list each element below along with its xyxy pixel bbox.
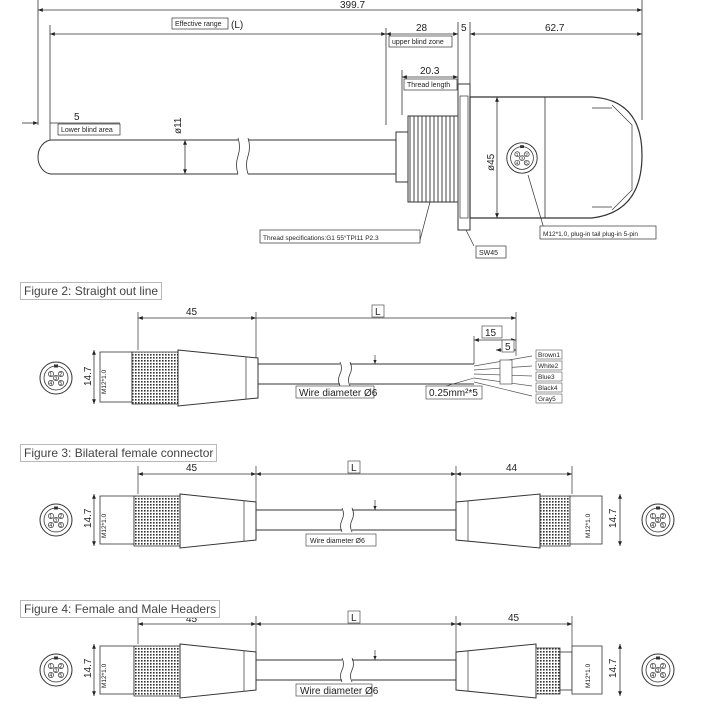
effective-range-label: Effective range xyxy=(175,21,222,28)
fig2-connector-face-icon: 1 234 5 xyxy=(39,361,73,395)
fig2-head-dim: 45 xyxy=(186,307,198,318)
fig2-title: Figure 2: Straight out line xyxy=(20,282,163,300)
pin-5-label: 5 xyxy=(661,523,664,529)
thread-length-label: Thread length xyxy=(407,82,450,89)
thread-spec-label: Thread specifications:G1 55°TPI11 P2.3 xyxy=(263,234,379,242)
pin-5-label: 5 xyxy=(59,381,62,387)
fig4-title: Figure 4: Female and Male Headers xyxy=(20,600,221,618)
pin-5-label: 5 xyxy=(661,673,664,679)
fig3-right-height: 14.7 xyxy=(608,508,619,528)
wire-5-label: Gray5 xyxy=(538,396,556,403)
pin-4-label: 4 xyxy=(49,523,52,529)
wire-2-label: White2 xyxy=(538,363,559,370)
pin-4-label: 4 xyxy=(651,673,654,679)
pin-3-label: 3 xyxy=(656,668,659,674)
wrench-size-label: SW45 xyxy=(479,250,498,257)
hex-width-value: 5 xyxy=(461,23,467,34)
pin-5-label: 5 xyxy=(525,160,528,166)
wire-4-label: Black4 xyxy=(538,385,558,392)
tube-diameter-label: ø11 xyxy=(173,117,184,134)
pin-3-label: 3 xyxy=(656,518,659,524)
fig4-left-height: 14.7 xyxy=(83,658,94,678)
fig3-right-dim: 44 xyxy=(506,463,518,474)
overall-length-label: 399.7 xyxy=(340,0,365,11)
pin-4-label: 4 xyxy=(651,523,654,529)
upper-blind-label: upper blind zone xyxy=(392,39,444,46)
upper-blind-value: 28 xyxy=(416,23,428,34)
fig3-right-thread: M12*1.0 xyxy=(585,513,592,538)
pin-2-label: 2 xyxy=(59,372,62,378)
pin-5-label: 5 xyxy=(59,523,62,529)
fig3-left-face-icon: 1 234 5 xyxy=(39,503,73,537)
fig3-left-thread: M12*1.0 xyxy=(101,513,108,538)
pin-2-label: 2 xyxy=(59,664,62,670)
fig3-L-dim: L xyxy=(351,463,357,474)
pin-2-label: 2 xyxy=(525,152,528,158)
pin-3-label: 3 xyxy=(54,518,57,524)
fig4-right-thread: M12*1.0 xyxy=(585,663,592,688)
head-diameter-label: ø45 xyxy=(486,153,497,171)
pin-3-label: 3 xyxy=(54,376,57,382)
lower-blind-label: Lower blind area xyxy=(61,127,113,134)
pin-4-label: 4 xyxy=(49,673,52,679)
fig2-wire-color-list: Brown1 White2 Blue3 Black4 Gray5 xyxy=(535,349,563,404)
fig2-5-dim: 5 xyxy=(505,342,511,353)
pin-1-label: 1 xyxy=(651,514,654,520)
connector-spec-label: M12*1.0, plug-in tail plug-in 5-pin xyxy=(543,231,638,238)
fig4-left-face-icon: 1 234 5 xyxy=(39,653,73,687)
head-length-value: 62.7 xyxy=(545,23,565,34)
pin-4-label: 4 xyxy=(49,381,52,387)
lower-blind-value: 5 xyxy=(74,112,80,123)
sensor-drawing: 399.7 Effective range (L) 28 upper blind… xyxy=(22,0,657,259)
fig4-right-dim: 45 xyxy=(508,613,520,624)
pin-1-label: 1 xyxy=(49,372,52,378)
thread-length-value: 20.3 xyxy=(420,66,440,77)
fig4-wire-label: Wire diameter Ø6 xyxy=(300,686,379,697)
wire-3-label: Blue3 xyxy=(538,374,555,381)
fig4-L-dim: L xyxy=(351,613,357,624)
fig3-wire-label: Wire diameter Ø6 xyxy=(310,538,365,545)
pin-2-label: 2 xyxy=(59,514,62,520)
fig3-right-face-icon: 1 234 5 xyxy=(641,503,675,537)
fig2-height-label: 14.7 xyxy=(83,366,94,386)
pin-5-label: 5 xyxy=(59,673,62,679)
fig3-left-dim: 45 xyxy=(186,463,198,474)
pin-1-label: 1 xyxy=(49,664,52,670)
fig3-title: Figure 3: Bilateral female connector xyxy=(20,444,218,462)
fig3-left-height: 14.7 xyxy=(83,508,94,528)
fig2-L-dim: L xyxy=(375,307,381,318)
pin-1-label: 1 xyxy=(651,664,654,670)
fig4-right-height: 14.7 xyxy=(608,658,619,678)
pin-3-label: 3 xyxy=(54,668,57,674)
pin-1-label: 1 xyxy=(49,514,52,520)
pin-2-label: 2 xyxy=(661,664,664,670)
fig4-left-thread: M12*1.0 xyxy=(101,663,108,688)
pin-3-label: 3 xyxy=(520,156,523,162)
wire-1-label: Brown1 xyxy=(538,352,560,359)
fig2-thread-label: M12*1.0 xyxy=(101,369,108,394)
effective-range-symbol: (L) xyxy=(231,20,243,31)
fig2-wire-label: Wire diameter Ø6 xyxy=(299,388,378,399)
pin-1-label: 1 xyxy=(516,152,519,158)
fig4-right-face-icon: 1 234 5 xyxy=(641,653,675,687)
fig2-15-dim: 15 xyxy=(485,328,497,339)
pin-4-label: 4 xyxy=(516,160,519,166)
fig2-core-label: 0.25mm²*5 xyxy=(429,388,478,399)
pin-2-label: 2 xyxy=(661,514,664,520)
fig4-left-dim: 45 xyxy=(186,614,198,625)
